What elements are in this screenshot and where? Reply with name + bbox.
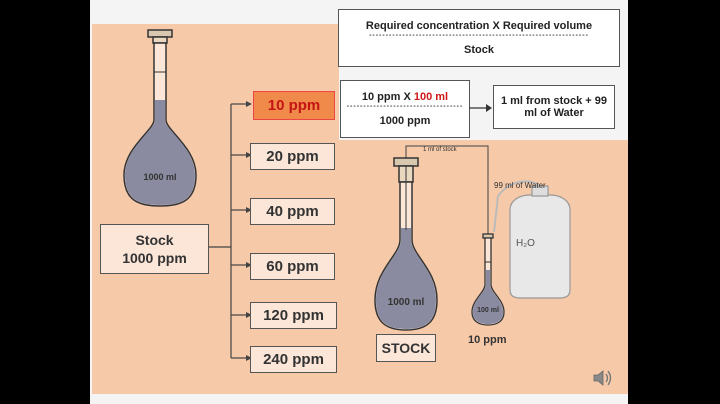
dilution-20ppm: 20 ppm <box>250 143 335 170</box>
small-flask-volume: 100 ml <box>477 307 499 314</box>
stock-caption-text: STOCK <box>381 340 431 356</box>
formula-denominator: Stock <box>464 44 494 56</box>
stock-box-line2: 1000 ppm <box>122 250 187 266</box>
dilution-label: 20 ppm <box>266 148 319 165</box>
dilution-label: 60 ppm <box>266 258 319 275</box>
transfer-line <box>405 145 489 240</box>
wash-bottle <box>493 180 571 299</box>
dilution-10ppm: 10 ppm <box>253 91 335 120</box>
transfer-label: 1 ml of stock <box>423 147 457 153</box>
volumetric-flask-stock <box>374 157 438 331</box>
dilution-label: 10 ppm <box>267 97 321 114</box>
dilution-60ppm: 60 ppm <box>250 253 335 280</box>
stock-box-line1: Stock <box>135 232 174 248</box>
formula-divider: ----------------------------------------… <box>369 32 589 39</box>
bottle-label: H₂O <box>516 238 535 249</box>
result-box: 1 ml from stock + 99 ml of Water <box>493 85 615 129</box>
left-flask-volume: 1000 ml <box>143 172 177 182</box>
dilution-40ppm: 40 ppm <box>250 198 335 225</box>
dilution-label: 120 ppm <box>263 307 324 324</box>
diagram-graphics <box>123 29 571 361</box>
stock-box: Stock 1000 ppm <box>100 224 209 274</box>
calc-denominator: 1000 ppm <box>379 115 431 127</box>
water-label: 99 ml of Water <box>494 181 546 190</box>
volumetric-flask-small <box>471 233 505 326</box>
slide: Required concentration X Required volume… <box>90 0 628 404</box>
formula-box: Required concentration X Required volume… <box>338 9 620 67</box>
formula-numerator: Required concentration X Required volume <box>365 20 593 32</box>
speaker-icon[interactable] <box>592 368 616 388</box>
stock-flask-volume: 1000 ml <box>387 297 425 308</box>
branch-lines <box>207 103 246 359</box>
calc-numerator-prefix: 10 ppm X <box>361 91 414 103</box>
calc-divider: ----------------------------------- <box>346 103 464 110</box>
calc-numerator: 10 ppm X 100 ml <box>362 91 448 103</box>
dilution-label: 40 ppm <box>266 203 319 220</box>
calculation-box: 10 ppm X 100 ml ------------------------… <box>340 80 470 138</box>
volumetric-flask-left <box>123 29 197 207</box>
small-flask-caption: 10 ppm <box>468 334 507 346</box>
calc-volume-highlight: 100 ml <box>413 91 449 103</box>
dilution-240ppm: 240 ppm <box>250 346 337 373</box>
result-text: 1 ml from stock + 99 ml of Water <box>500 95 608 119</box>
stock-caption: STOCK <box>376 334 436 362</box>
dilution-120ppm: 120 ppm <box>250 302 337 329</box>
dilution-label: 240 ppm <box>263 351 324 368</box>
